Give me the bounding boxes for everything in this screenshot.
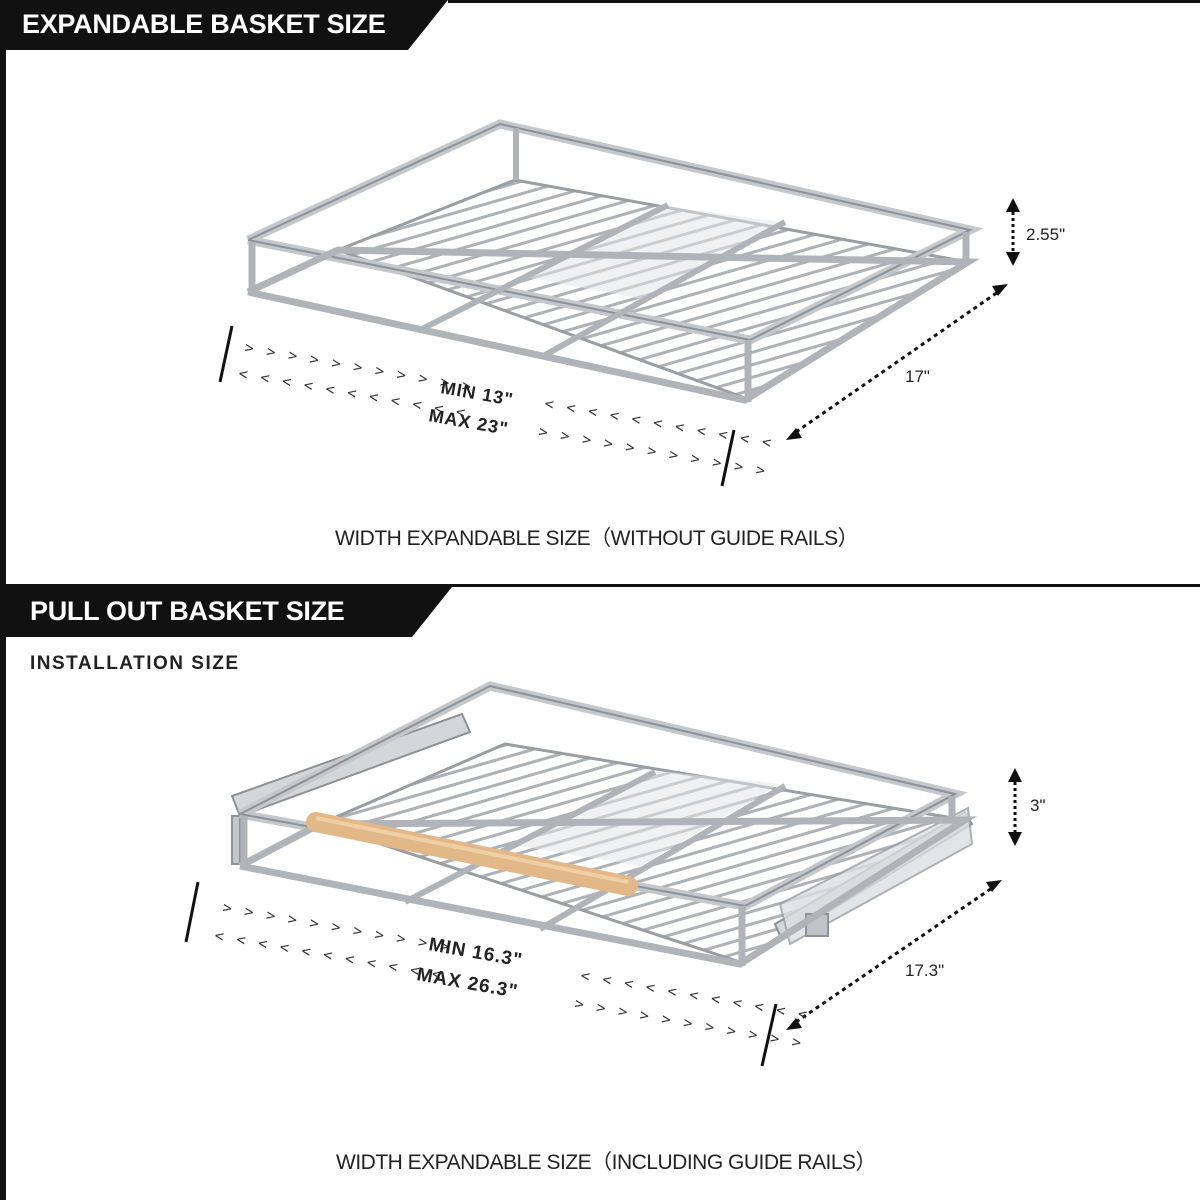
section-banner: PULL OUT BASKET SIZE xyxy=(0,587,452,637)
wooden-handle-highlight xyxy=(315,816,629,884)
basket-illustration: 2.55" 17" > > > > > > > > > > > < < < < … xyxy=(218,119,1065,487)
height-label: 2.55" xyxy=(1026,225,1065,244)
installation-size-label: INSTALLATION SIZE xyxy=(30,653,240,674)
basket-illustration: 3" 17.3" > > > > > > > > > > > < < < < <… xyxy=(184,681,1046,1067)
arrow-down-icon xyxy=(1006,252,1020,266)
section-banner: EXPANDABLE BASKET SIZE xyxy=(0,0,448,50)
height-label: 3" xyxy=(1030,796,1046,815)
arrow-up-right-icon xyxy=(986,880,1002,892)
depth-dimension-line xyxy=(795,290,999,434)
divider-bar xyxy=(543,219,787,358)
basket-bottom-rim xyxy=(238,816,978,968)
width-end-bar-right xyxy=(760,1003,778,1067)
frame-border-left xyxy=(0,50,6,584)
arrow-up-icon xyxy=(1008,768,1022,782)
frame-border-top xyxy=(448,0,1200,3)
expansion-panel xyxy=(530,205,780,300)
depth-label: 17.3" xyxy=(905,961,944,980)
guide-rail-bracket xyxy=(231,815,241,865)
caption: WIDTH EXPANDABLE SIZE（INCLUDING GUIDE RA… xyxy=(336,1151,877,1174)
divider-bar xyxy=(538,783,787,932)
frame-border-top xyxy=(0,584,1200,587)
divider-bar xyxy=(403,769,657,905)
depth-label: 17" xyxy=(905,367,930,386)
frame-border-left xyxy=(0,637,6,1200)
divider-bar xyxy=(418,202,670,333)
arrow-down-left-icon xyxy=(786,428,802,440)
pull-out-basket-section: PULL OUT BASKET SIZE INSTALLATION SIZE xyxy=(0,584,1200,1200)
width-end-bar-right xyxy=(720,429,736,487)
arrow-up-right-icon xyxy=(992,284,1008,296)
width-end-bar-left xyxy=(218,325,234,383)
width-max-label: MAX 23" xyxy=(427,405,510,439)
basket-top-rail-edge xyxy=(247,122,973,342)
banner-title: EXPANDABLE BASKET SIZE xyxy=(22,9,386,39)
caption: WIDTH EXPANDABLE SIZE（WITHOUT GUIDE RAIL… xyxy=(335,527,859,550)
arrow-down-icon xyxy=(1008,832,1022,846)
width-max-label: MAX 26.3" xyxy=(415,964,520,1002)
arrow-up-icon xyxy=(1006,198,1020,212)
expandable-basket-section: EXPANDABLE BASKET SIZE 2.55" xyxy=(0,0,1200,584)
width-end-bar-left xyxy=(184,881,200,943)
banner-title: PULL OUT BASKET SIZE xyxy=(30,596,345,626)
wooden-handle xyxy=(306,812,638,896)
expansion-panel xyxy=(520,770,780,866)
arrow-down-left-icon xyxy=(786,1018,802,1030)
